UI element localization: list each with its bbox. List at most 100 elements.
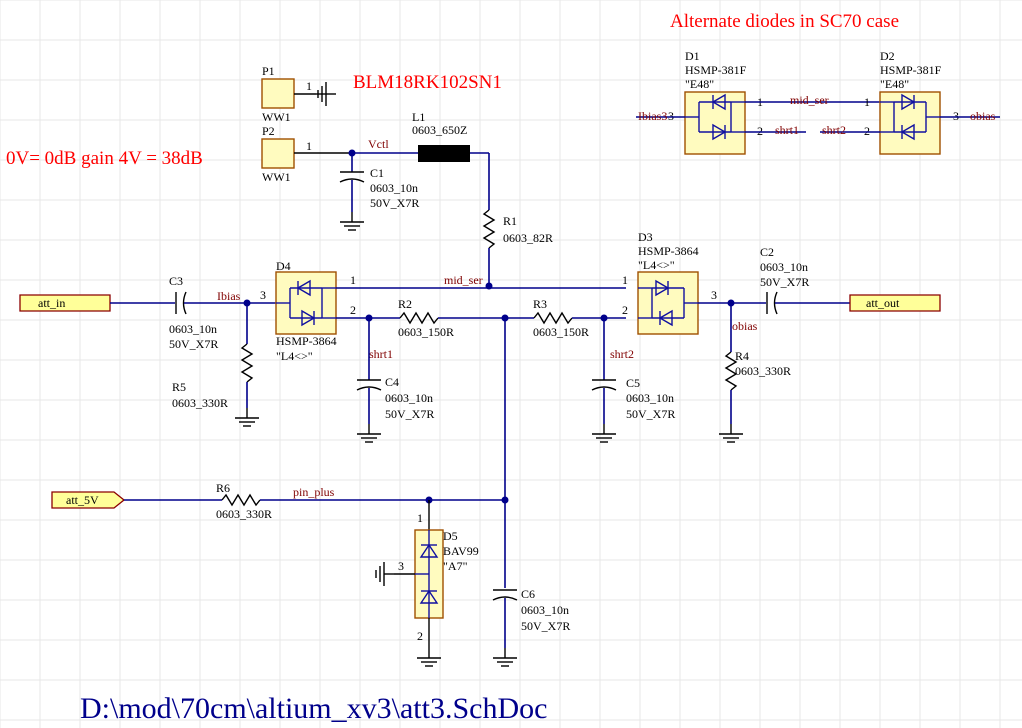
D2-alt-diode[interactable]: D2 HSMP-381F "E48" 1 2 3: [864, 49, 959, 155]
R3-resistor[interactable]: R3 0603_150R: [533, 297, 589, 339]
D5-pin2: 2: [417, 629, 423, 643]
net-mid-ser: mid_ser: [444, 273, 483, 287]
D5-pin3: 3: [398, 559, 404, 573]
D1-mark: "E48": [685, 77, 714, 91]
P1-pin: 1: [306, 79, 312, 93]
C4-capacitor[interactable]: C4 0603_10n 50V_X7R: [356, 318, 434, 443]
D1-pin3: 3: [668, 109, 674, 123]
D4-pin1: 1: [350, 273, 356, 287]
D5-ref: D5: [443, 529, 458, 543]
C4-ref: C4: [385, 375, 399, 389]
R2-ref: R2: [398, 297, 412, 311]
C4-rating: 50V_X7R: [385, 407, 434, 421]
P1-ref: P1: [262, 64, 275, 78]
D4-mark: "L4<>": [276, 349, 313, 363]
D1-ref: D1: [685, 49, 700, 63]
R1-value: 0603_82R: [503, 231, 553, 245]
D4-pin3: 3: [260, 288, 266, 302]
C6-capacitor[interactable]: C6 0603_10n 50V_X7R: [492, 587, 570, 667]
D1-value: HSMP-381F: [685, 63, 747, 77]
P1-value: WW1: [262, 110, 291, 124]
C5-capacitor[interactable]: C5 0603_10n 50V_X7R: [591, 318, 675, 443]
R5-ref: R5: [172, 380, 186, 394]
alt-diodes-title: Alternate diodes in SC70 case: [670, 11, 899, 32]
gain-note: 0V= 0dB gain 4V = 38dB: [6, 148, 203, 169]
R6-resistor[interactable]: R6 0603_330R: [216, 481, 272, 521]
net-obias: obias: [732, 319, 758, 333]
P2-value: WW1: [262, 170, 291, 184]
net-ibias: Ibias: [217, 289, 241, 303]
P2-connector[interactable]: P2 1 WW1: [261, 124, 352, 184]
C3-capacitor[interactable]: C3 0603_10n 50V_X7R: [169, 274, 218, 351]
D3-pin1: 1: [622, 273, 628, 287]
C1-value: 0603_10n: [370, 181, 418, 195]
P2-ref: P2: [262, 124, 275, 138]
net-obias-alt: obias: [970, 109, 996, 123]
R2-resistor[interactable]: R2 0603_150R: [398, 297, 454, 339]
R1-ref: R1: [503, 214, 517, 228]
D2-pin3: 3: [953, 109, 959, 123]
net-shrt1: shrt1: [369, 347, 393, 361]
C6-ref: C6: [521, 587, 535, 601]
D1-pin2: 2: [757, 124, 763, 138]
net-vctl: Vctl: [368, 137, 389, 151]
D3-pin3: 3: [711, 288, 717, 302]
port-att-5v[interactable]: att_5V: [51, 491, 126, 509]
C2-capacitor[interactable]: C2 0603_10n 50V_X7R: [760, 245, 809, 315]
D3-mark: "L4<>": [638, 258, 675, 272]
P2-pin: 1: [306, 139, 312, 153]
L1-value: 0603_650Z: [412, 123, 467, 137]
R3-value: 0603_150R: [533, 325, 589, 339]
port-att-in[interactable]: att_in: [19, 294, 111, 312]
D4-pin-diode[interactable]: D4 HSMP-3864 "L4<>" 3 1 2: [260, 259, 356, 363]
R5-value: 0603_330R: [172, 396, 228, 410]
port-att-out[interactable]: att_out: [849, 294, 941, 312]
D3-ref: D3: [638, 230, 653, 244]
D2-ref: D2: [880, 49, 895, 63]
D2-mark: "E48": [880, 77, 909, 91]
C5-rating: 50V_X7R: [626, 407, 675, 421]
D2-value: HSMP-381F: [880, 63, 942, 77]
C3-rating: 50V_X7R: [169, 337, 218, 351]
C4-value: 0603_10n: [385, 391, 433, 405]
D4-ref: D4: [276, 259, 291, 273]
C3-value: 0603_10n: [169, 322, 217, 336]
C1-rating: 50V_X7R: [370, 196, 419, 210]
C1-ref: C1: [370, 166, 384, 180]
C2-ref: C2: [760, 245, 774, 259]
R2-value: 0603_150R: [398, 325, 454, 339]
D4-value: HSMP-3864: [276, 334, 337, 348]
port-att-in-label: att_in: [38, 296, 65, 310]
C5-ref: C5: [626, 376, 640, 390]
R3-ref: R3: [533, 297, 547, 311]
net-shrt2: shrt2: [610, 347, 634, 361]
D2-pin2: 2: [864, 124, 870, 138]
R4-value: 0603_330R: [735, 364, 791, 378]
L1-ferrite-bead[interactable]: L1 0603_650Z: [412, 110, 489, 162]
net-shrt2-alt: shrt2: [822, 123, 846, 137]
R4-resistor[interactable]: R4 0603_330R: [718, 303, 791, 443]
D3-pin2: 2: [622, 303, 628, 317]
D4-pin2: 2: [350, 303, 356, 317]
C6-value: 0603_10n: [521, 603, 569, 617]
D2-pin1: 1: [864, 95, 870, 109]
C3-ref: C3: [169, 274, 183, 288]
R4-ref: R4: [735, 349, 749, 363]
R6-value: 0603_330R: [216, 507, 272, 521]
L1-ref: L1: [412, 110, 425, 124]
D3-pin-diode[interactable]: D3 HSMP-3864 "L4<>" 1 2 3: [622, 230, 717, 335]
P1-connector[interactable]: P1 1 WW1: [261, 64, 337, 124]
net-mid-ser-alt: mid_ser: [790, 93, 829, 107]
R1-resistor[interactable]: R1 0603_82R: [482, 153, 553, 286]
R6-ref: R6: [216, 481, 230, 495]
C1-capacitor[interactable]: C1 0603_10n 50V_X7R: [339, 153, 419, 231]
C5-value: 0603_10n: [626, 391, 674, 405]
D5-bav99-diode[interactable]: D5 BAV99 "A7" 1 3 2: [375, 500, 479, 667]
R5-resistor[interactable]: R5 0603_330R: [172, 303, 260, 427]
bead-part-note: BLM18RK102SN1: [353, 72, 502, 93]
net-pin-plus: pin_plus: [293, 485, 335, 499]
net-shrt1-alt: shrt1: [775, 123, 799, 137]
C2-rating: 50V_X7R: [760, 275, 809, 289]
C6-rating: 50V_X7R: [521, 619, 570, 633]
